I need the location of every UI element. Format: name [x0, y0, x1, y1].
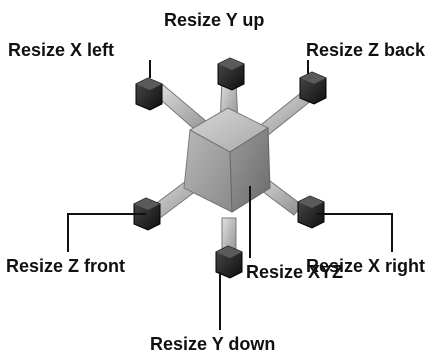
handle-x-right[interactable]: [297, 195, 325, 229]
label-resize-x-left: Resize X left: [8, 40, 115, 60]
handle-z-back[interactable]: [299, 71, 327, 105]
leader-lines: [67, 60, 393, 330]
leader-x-right: [316, 213, 393, 252]
label-resize-y-down: Resize Y down: [150, 334, 276, 354]
handles: [133, 57, 327, 279]
leader-z-front: [67, 213, 146, 252]
handle-z-front[interactable]: [133, 197, 161, 231]
cube-right-face: [229, 127, 271, 213]
label-resize-z-front: Resize Z front: [6, 256, 126, 276]
handle-y-up[interactable]: [217, 57, 245, 91]
label-resize-z-back: Resize Z back: [306, 40, 426, 60]
handle-y-down[interactable]: [215, 245, 243, 279]
label-resize-y-up: Resize Y up: [164, 10, 265, 30]
label-resize-xyz: Resize XYZ: [246, 262, 344, 282]
center-cube: [183, 107, 271, 213]
handle-x-left[interactable]: [135, 77, 163, 111]
label-resize-x-right: Resize X right: [306, 256, 426, 276]
